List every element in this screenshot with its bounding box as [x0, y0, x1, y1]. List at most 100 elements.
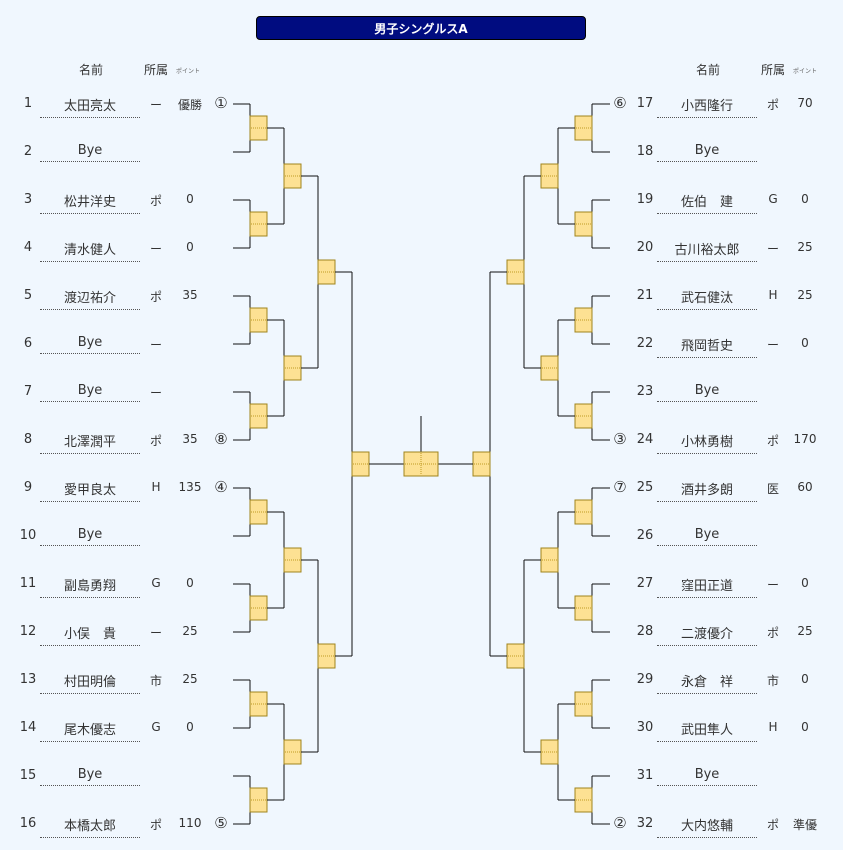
player-points: 25 — [797, 624, 813, 638]
player-affiliation: ポ — [766, 98, 779, 112]
match-score-box — [574, 499, 593, 525]
player-affiliation: G — [151, 576, 161, 590]
player-points: 0 — [801, 720, 809, 734]
player-affiliation: G — [151, 720, 161, 734]
player-name: 副島勇翔 — [40, 575, 140, 598]
seed-badge: ② — [613, 814, 627, 832]
match-score-box — [317, 643, 336, 669]
match-score-box — [574, 211, 593, 237]
seed-badge: ⑤ — [214, 814, 228, 832]
player-name: 酒井多朗 — [657, 479, 757, 502]
player-affiliation: G — [768, 192, 778, 206]
player-number: 28 — [636, 624, 654, 639]
player-points: 0 — [186, 192, 194, 206]
player-affiliation: ポ — [766, 626, 779, 640]
player-number: 32 — [636, 816, 654, 831]
player-name: 北澤潤平 — [40, 431, 140, 454]
bye-slot: Bye — [40, 527, 140, 546]
player-affiliation: ポ — [766, 434, 779, 448]
player-affiliation: H — [768, 288, 778, 302]
player-number: 7 — [23, 384, 33, 399]
player-name: 小俣 貴 — [40, 623, 140, 646]
match-score-box — [540, 739, 559, 765]
player-number: 17 — [636, 96, 654, 111]
player-number: 19 — [636, 192, 654, 207]
player-name: 渡辺祐介 — [40, 287, 140, 310]
player-affiliation: ポ — [149, 818, 162, 832]
player-name: 窪田正道 — [657, 575, 757, 598]
player-number: 30 — [636, 720, 654, 735]
match-score-box — [249, 691, 268, 717]
match-score-box — [540, 547, 559, 573]
match-score-box — [540, 355, 559, 381]
player-points: 0 — [186, 720, 194, 734]
player-points: 0 — [801, 672, 809, 686]
bye-slot: Bye — [657, 383, 757, 402]
player-name: 佐伯 建 — [657, 191, 757, 214]
player-number: 22 — [636, 336, 654, 351]
player-number: 9 — [23, 480, 33, 495]
left-name-header: 名前 — [79, 63, 104, 77]
right-name-header: 名前 — [696, 63, 721, 77]
match-score-box — [249, 787, 268, 813]
player-number: 6 — [23, 336, 33, 351]
player-points: 135 — [178, 480, 202, 494]
player-points: 25 — [182, 624, 198, 638]
player-name: 大内悠輔 — [657, 815, 757, 838]
bye-slot: Bye — [40, 335, 140, 354]
seed-badge: ⑧ — [214, 430, 228, 448]
player-name: 二渡優介 — [657, 623, 757, 646]
player-affiliation: ー — [766, 338, 779, 352]
player-affiliation: ー — [149, 242, 162, 256]
player-affiliation: ー — [149, 626, 162, 640]
player-points: 優勝 — [177, 98, 202, 112]
player-affiliation: ポ — [149, 290, 162, 304]
player-affiliation: ー — [149, 386, 162, 400]
player-affiliation: H — [768, 720, 778, 734]
player-number: 2 — [23, 144, 33, 159]
player-points: 0 — [801, 336, 809, 350]
match-score-box — [249, 595, 268, 621]
player-name: 永倉 祥 — [657, 671, 757, 694]
player-number: 24 — [636, 432, 654, 447]
player-affiliation: ポ — [149, 194, 162, 208]
player-number: 11 — [19, 576, 37, 591]
player-points: 25 — [797, 240, 813, 254]
seed-badge: ③ — [613, 430, 627, 448]
player-number: 21 — [636, 288, 654, 303]
player-affiliation: ー — [149, 98, 162, 112]
player-points: 35 — [182, 432, 198, 446]
player-affiliation: ー — [766, 242, 779, 256]
player-number: 15 — [19, 768, 37, 783]
match-score-box — [283, 355, 302, 381]
page-title: 男子シングルスA — [256, 16, 586, 40]
player-number: 31 — [636, 768, 654, 783]
player-number: 14 — [19, 720, 37, 735]
player-points: 0 — [186, 576, 194, 590]
player-number: 18 — [636, 144, 654, 159]
player-points: 35 — [182, 288, 198, 302]
match-score-box — [574, 307, 593, 333]
player-name: 清水健人 — [40, 239, 140, 262]
match-score-box — [506, 259, 525, 285]
player-name: 松井洋史 — [40, 191, 140, 214]
match-score-box — [574, 595, 593, 621]
player-points: 60 — [797, 480, 813, 494]
player-points: 0 — [801, 576, 809, 590]
match-score-box — [540, 163, 559, 189]
player-affiliation: ポ — [766, 818, 779, 832]
match-score-box — [249, 307, 268, 333]
player-points: 25 — [182, 672, 198, 686]
player-number: 12 — [19, 624, 37, 639]
player-name: 尾木優志 — [40, 719, 140, 742]
match-score-box — [249, 211, 268, 237]
bye-slot: Bye — [40, 143, 140, 162]
match-score-box — [249, 403, 268, 429]
player-number: 23 — [636, 384, 654, 399]
match-score-box — [574, 787, 593, 813]
player-number: 13 — [19, 672, 37, 687]
player-affiliation: ー — [149, 338, 162, 352]
left-affiliation-header: 所属 — [144, 63, 169, 77]
right-affiliation-header: 所属 — [761, 63, 786, 77]
player-number: 27 — [636, 576, 654, 591]
